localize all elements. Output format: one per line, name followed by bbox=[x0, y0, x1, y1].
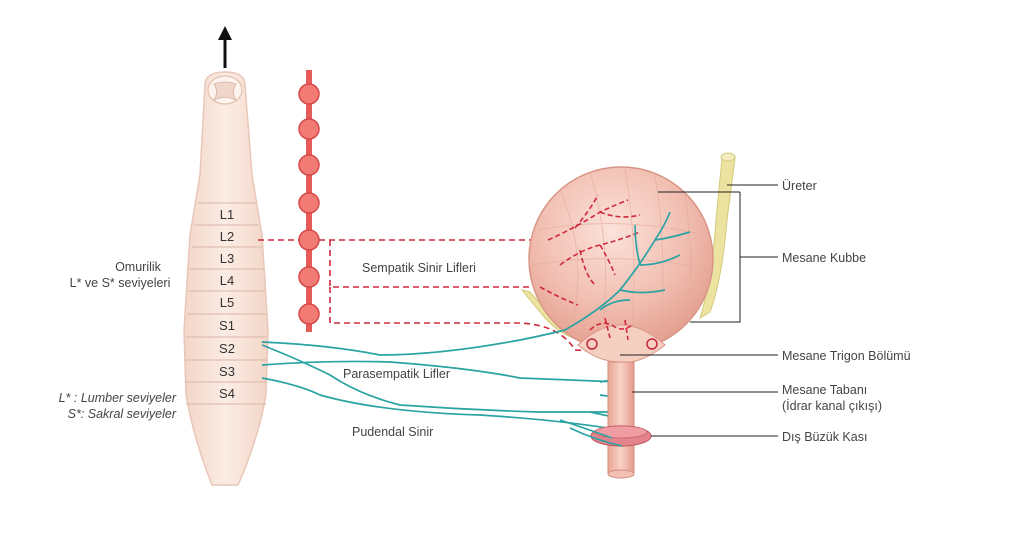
sympathetic-branches bbox=[539, 194, 641, 341]
ganglion bbox=[298, 192, 320, 214]
sympathetic-chain bbox=[298, 70, 320, 332]
segment-l5: L5 bbox=[220, 295, 234, 310]
ureteral-orifice-icon bbox=[646, 338, 658, 350]
segment-s4: S4 bbox=[219, 386, 235, 401]
ascending-arrow-icon bbox=[218, 26, 232, 68]
segment-l1: L1 bbox=[220, 207, 234, 222]
spinal-cord: L1 L2 L3 L4 L5 S1 S2 S3 S4 bbox=[183, 71, 269, 486]
sphincter-label: Dış Büzük Kası bbox=[782, 430, 867, 444]
legend-sacral: S*: Sakral seviyeler bbox=[68, 407, 177, 421]
spinal-levels-label: L* ve S* seviyeleri bbox=[70, 276, 171, 290]
parasympathetic-label: Parasempatik Lifler bbox=[343, 367, 450, 381]
parasympathetic-fibers bbox=[261, 211, 691, 431]
ganglion bbox=[298, 303, 320, 325]
ureter-label: Üreter bbox=[782, 179, 817, 193]
leader-lines bbox=[620, 184, 778, 437]
legend-lumbar: L* : Lumber seviyeler bbox=[59, 391, 177, 405]
spinal-cord-label: Omurilik bbox=[115, 260, 162, 274]
segment-s2: S2 bbox=[219, 341, 235, 356]
external-sphincter bbox=[590, 425, 652, 447]
ganglion bbox=[298, 118, 320, 140]
ganglion bbox=[298, 154, 320, 176]
sympathetic-label: Sempatik Sinir Lifleri bbox=[362, 261, 476, 275]
bladder bbox=[528, 166, 714, 363]
urethra bbox=[607, 361, 635, 479]
segment-s1: S1 bbox=[219, 318, 235, 333]
segment-l3: L3 bbox=[220, 251, 234, 266]
segment-s3: S3 bbox=[219, 364, 235, 379]
base-sublabel: (İdrar kanal çıkışı) bbox=[782, 399, 882, 413]
ureteral-orifice-icon bbox=[586, 338, 598, 350]
ganglion bbox=[298, 229, 320, 251]
pudendal-label: Pudendal Sinir bbox=[352, 425, 433, 439]
ganglion bbox=[298, 266, 320, 288]
segment-l4: L4 bbox=[220, 273, 234, 288]
segment-l2: L2 bbox=[220, 229, 234, 244]
dome-label: Mesane Kubbe bbox=[782, 251, 866, 265]
spinal-cross-section-icon bbox=[207, 75, 243, 105]
ganglion bbox=[298, 83, 320, 105]
trigone-label: Mesane Trigon Bölümü bbox=[782, 349, 911, 363]
base-label: Mesane Tabanı bbox=[782, 383, 867, 397]
